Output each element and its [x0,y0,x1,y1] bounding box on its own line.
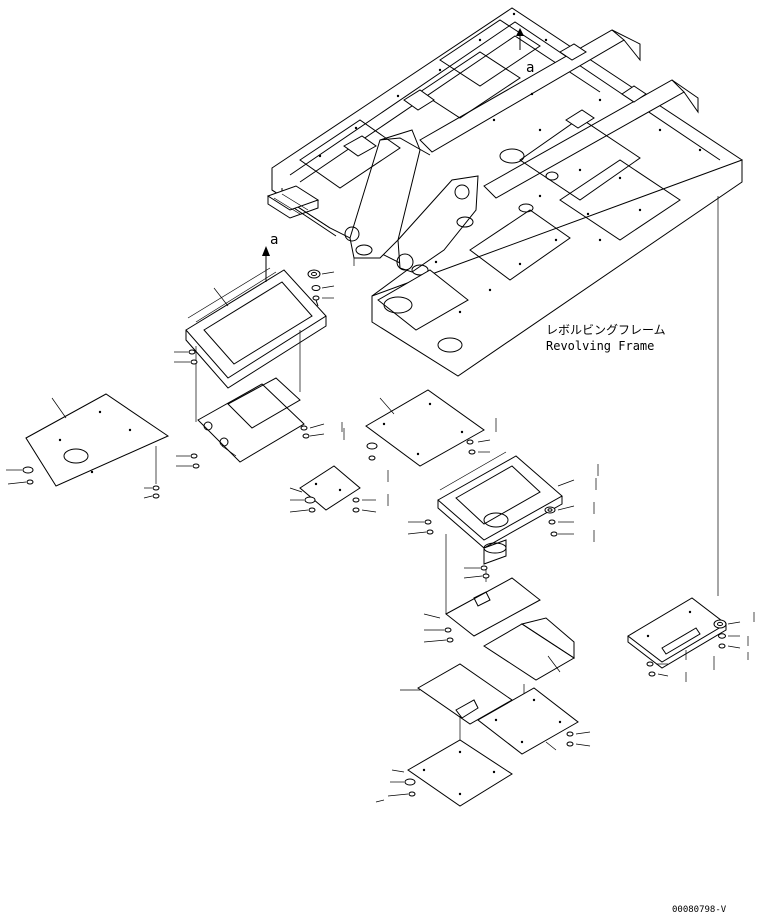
small-center-cover [289,465,389,513]
right-mid-cover-assembly [407,451,597,643]
revolving-frame-ja-label: レボルビングフレーム [546,323,666,337]
center-cover [343,389,497,467]
fastener-stack-1 [307,269,335,307]
revolving-frame: a [266,7,743,377]
far-left-cover [6,393,170,499]
revolving-frame-en-label: Revolving Frame [546,339,654,353]
right-side-cover [627,597,755,682]
drawing-code: 00080798-V [672,905,727,915]
lower-cover-stack [375,617,591,807]
fastener-stack-3 [300,423,325,439]
cover-ref-a-label: a [270,232,278,248]
frame-bolt-holes [318,12,702,314]
fastener-stack-4 [176,453,200,469]
frame-ref-a-label: a [526,60,534,76]
upper-left-cover-assembly: a [185,232,327,463]
callout-ticks [341,258,599,482]
fastener-stack-2 [174,349,198,365]
